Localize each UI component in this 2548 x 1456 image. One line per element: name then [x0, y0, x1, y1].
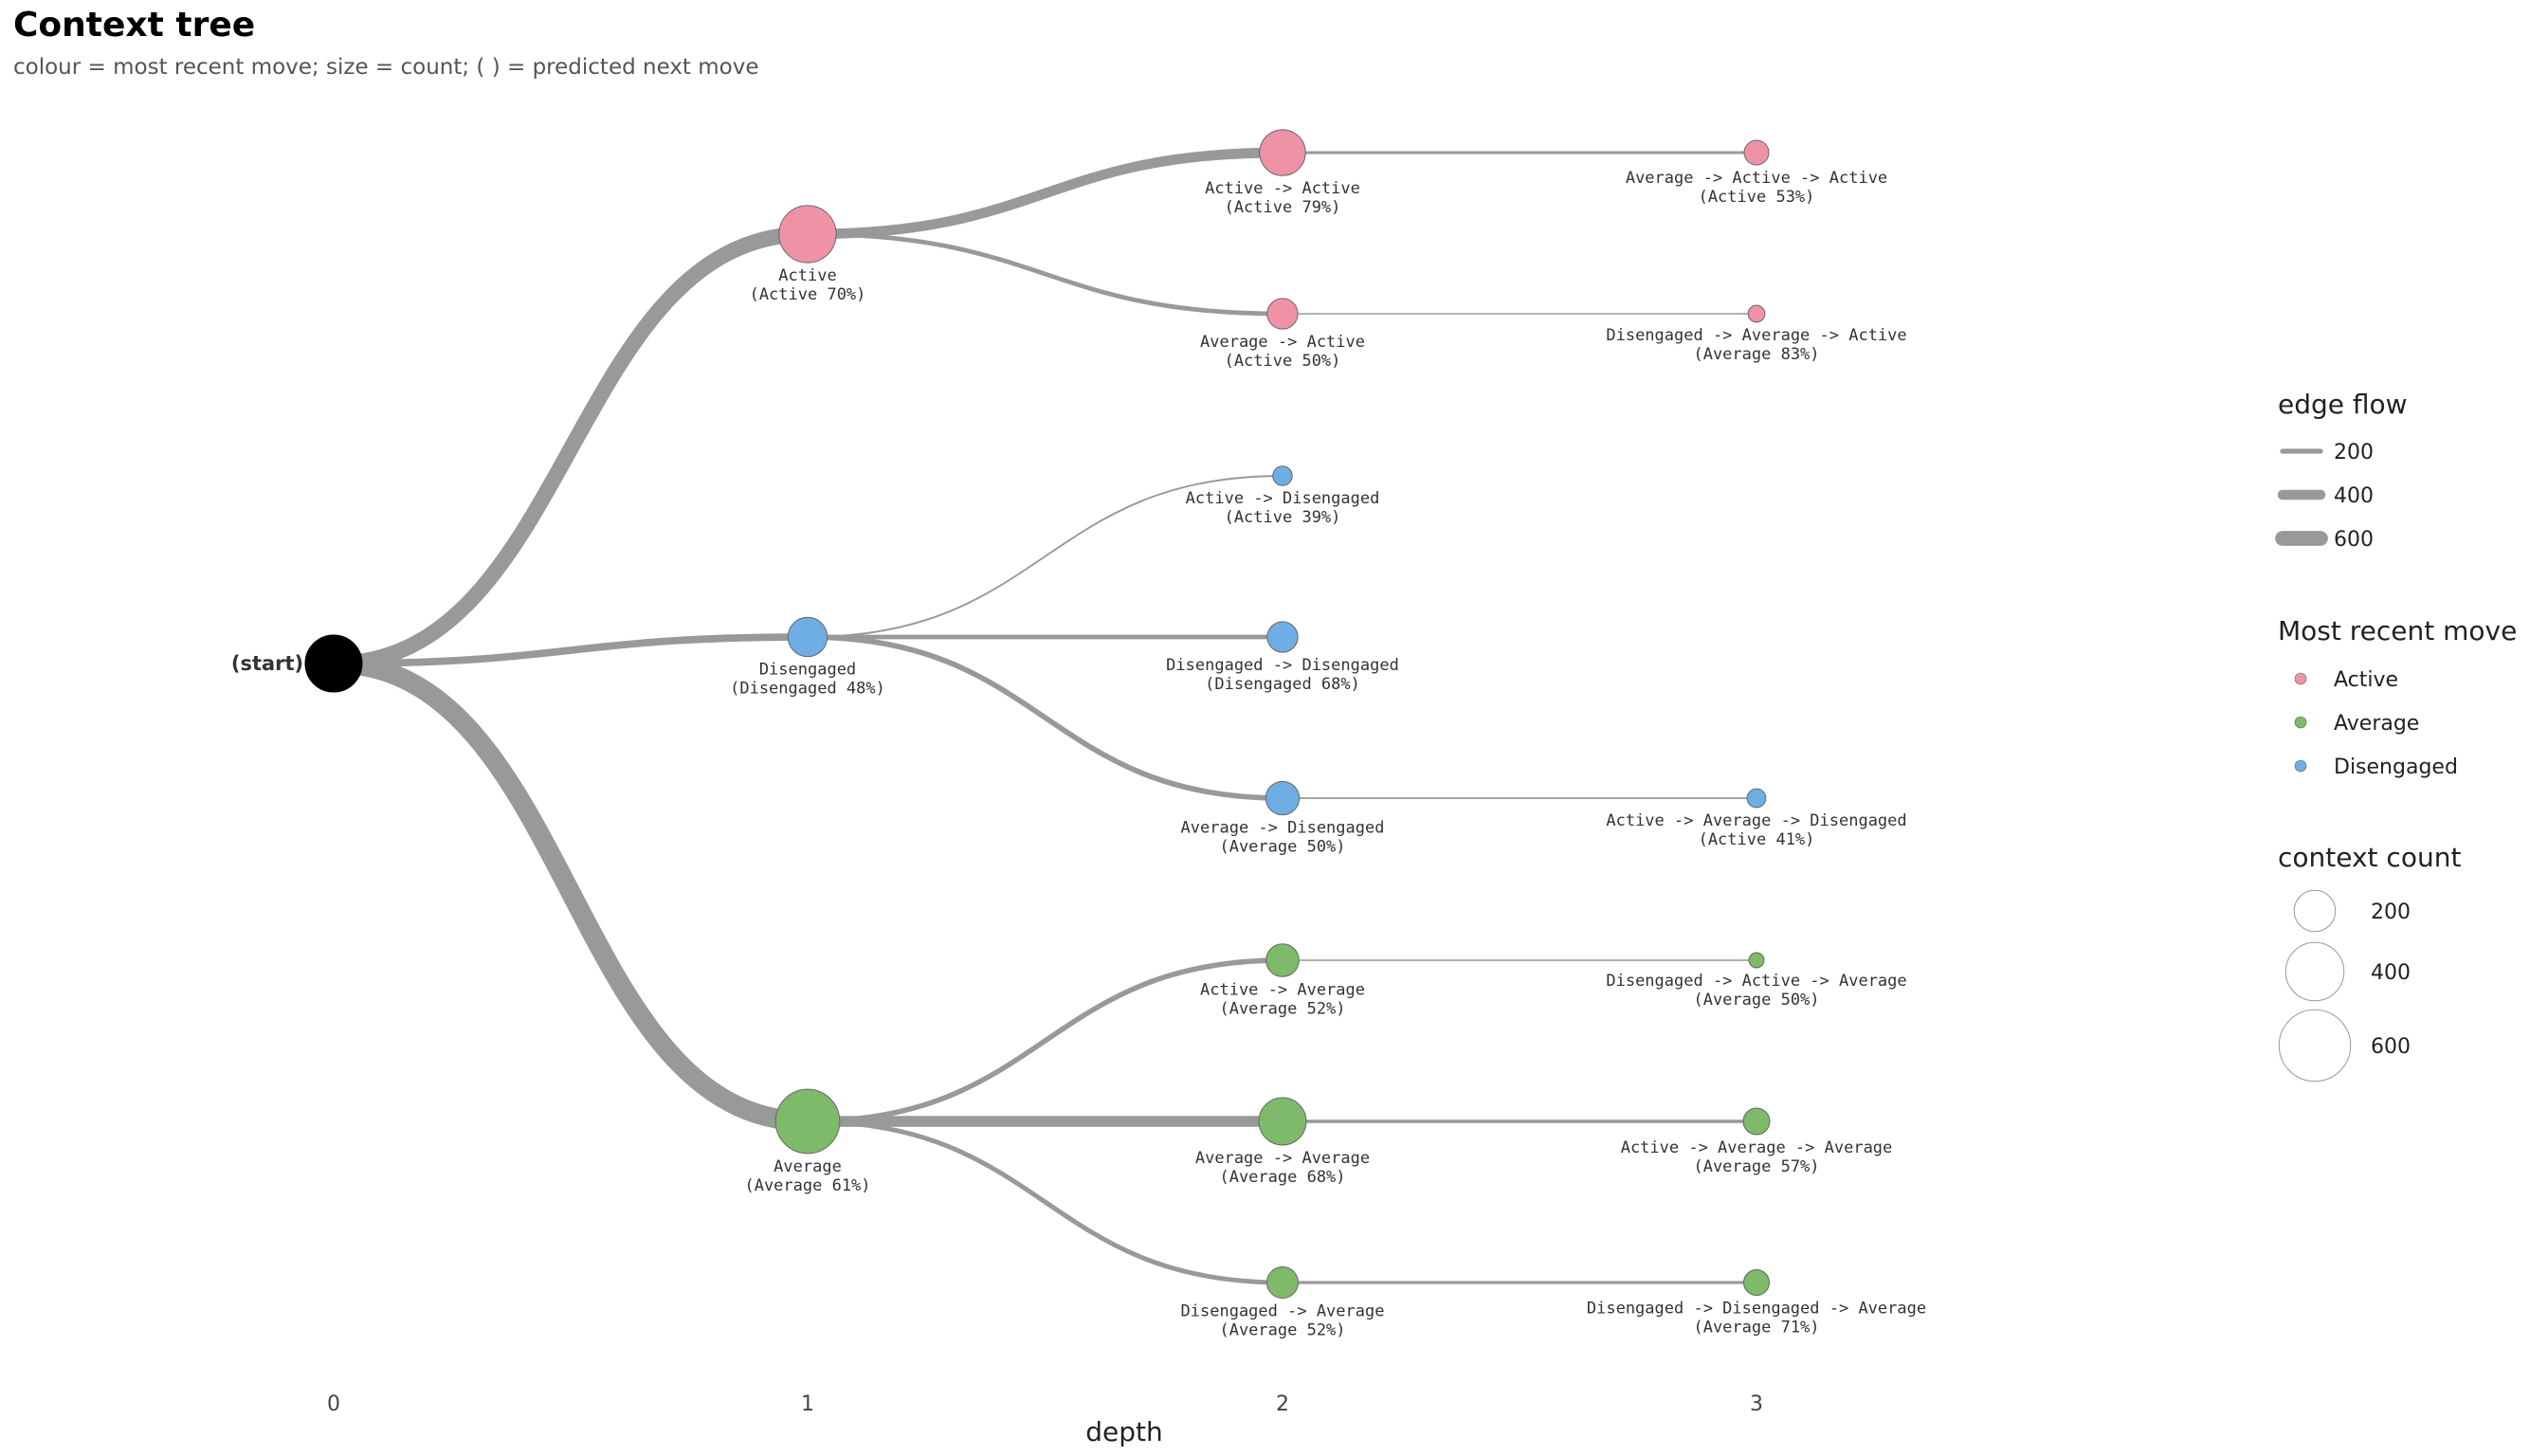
node-VD	[1265, 780, 1301, 816]
node-AD	[1272, 465, 1293, 486]
node-AVD	[1746, 788, 1767, 809]
edge-A-AA	[807, 147, 1283, 240]
legend-move-title: Most recent move	[2278, 615, 2517, 646]
node-prediction-D: (Disengaged 48%)	[730, 680, 885, 699]
legend-count-circle-200	[2293, 889, 2337, 933]
node-prediction-DVA: (Average 83%)	[1693, 345, 1819, 364]
legend-count-circle-400	[2284, 941, 2345, 1002]
legend-count-label-200: 200	[2371, 901, 2411, 924]
node-VA	[1266, 298, 1299, 330]
edges-layer	[333, 147, 1757, 1285]
node-prediction-VA: (Active 50%)	[1225, 352, 1341, 371]
node-AA	[1259, 129, 1306, 176]
node-prediction-A: (Active 70%)	[750, 285, 866, 304]
node-V	[774, 1088, 841, 1155]
node-label-VA: Average -> Active	[1200, 333, 1365, 352]
legend-flow-label-600: 600	[2334, 528, 2374, 552]
chart-subtitle: colour = most recent move; size = count;…	[13, 55, 759, 80]
node-prediction-AD: (Active 39%)	[1225, 508, 1341, 527]
legend-flow-label-400: 400	[2334, 484, 2374, 508]
node-prediction-AA: (Active 79%)	[1225, 198, 1341, 217]
node-label-AA: Active -> Active	[1205, 179, 1360, 198]
node-prediction-AV: (Average 52%)	[1219, 999, 1345, 1018]
node-label-VV: Average -> Average	[1195, 1149, 1370, 1168]
node-label-AD: Active -> Disengaged	[1186, 489, 1380, 508]
node-label-D: Disengaged	[759, 661, 856, 680]
x-tick-3: 3	[1750, 1392, 1763, 1416]
node-AV	[1265, 943, 1300, 977]
node-label-VAA: Average -> Active -> Active	[1626, 169, 1887, 188]
node-label-DD: Disengaged -> Disengaged	[1166, 656, 1399, 675]
node-start	[304, 634, 363, 693]
node-prediction-VV: (Average 68%)	[1219, 1168, 1345, 1187]
node-prediction-AVD: (Active 41%)	[1699, 830, 1815, 849]
node-prediction-AVV: (Average 57%)	[1693, 1157, 1819, 1176]
node-label-DDV: Disengaged -> Disengaged -> Average	[1587, 1299, 1926, 1318]
legend-move-label-average: Average	[2334, 712, 2419, 736]
x-tick-0: 0	[327, 1392, 340, 1416]
node-DDV	[1743, 1269, 1770, 1296]
node-DD	[1266, 621, 1299, 653]
node-prediction-DD: (Disengaged 68%)	[1205, 675, 1360, 694]
node-label-A: Active	[778, 266, 836, 285]
node-label-VD: Average -> Disengaged	[1181, 819, 1385, 838]
node-label-DVA: Disengaged -> Average -> Active	[1606, 326, 1906, 345]
legend-count-circle-600	[2278, 1009, 2352, 1083]
node-DVA	[1747, 304, 1766, 323]
edge-start-V	[333, 653, 809, 1132]
node-label-AV: Active -> Average	[1200, 980, 1365, 999]
legend-count-label-600: 600	[2371, 1035, 2411, 1059]
edge-V-AV	[807, 957, 1283, 1124]
node-prediction-VAA: (Active 53%)	[1699, 188, 1815, 207]
node-label-AVV: Active -> Average -> Average	[1621, 1138, 1893, 1157]
x-axis-title: depth	[1085, 1416, 1163, 1447]
node-prediction-VD: (Average 50%)	[1219, 838, 1345, 857]
edge-start-A	[333, 226, 809, 672]
edge-start-D	[333, 633, 809, 667]
node-prediction-DAV: (Average 50%)	[1693, 991, 1819, 1010]
edge-D-AD	[807, 475, 1283, 638]
legend: edge flow 200 400 600 Most recent move Act…	[2275, 389, 2517, 1083]
node-A	[778, 205, 837, 264]
node-label-AVD: Active -> Average -> Disengaged	[1606, 811, 1906, 830]
node-DV	[1265, 1265, 1300, 1300]
nodes-layer	[304, 129, 1771, 1300]
node-label-DAV: Disengaged -> Active -> Average	[1606, 972, 1906, 991]
legend-move-swatch-disengaged	[2294, 759, 2307, 773]
node-label-start: (start)	[231, 652, 303, 675]
edge-V-DV	[807, 1119, 1283, 1285]
legend-count-label-400: 400	[2371, 961, 2411, 985]
legend-move-swatch-average	[2294, 716, 2307, 729]
edge-A-VA	[807, 231, 1283, 317]
legend-flow-label-200: 200	[2334, 441, 2374, 464]
x-tick-2: 2	[1276, 1392, 1289, 1416]
legend-move-label-disengaged: Disengaged	[2334, 755, 2458, 779]
node-prediction-DDV: (Average 71%)	[1693, 1318, 1819, 1337]
chart-title: Context tree	[13, 6, 256, 45]
x-axis: 0 1 2 3 depth	[327, 1392, 1763, 1447]
legend-move-swatch-active	[2294, 672, 2307, 685]
legend-edge-flow-title: edge flow	[2278, 389, 2408, 420]
legend-count-title: context count	[2278, 842, 2461, 873]
node-label-V: Average	[774, 1157, 842, 1176]
node-D	[787, 616, 828, 658]
x-tick-1: 1	[801, 1392, 814, 1416]
node-VV	[1258, 1097, 1307, 1146]
node-labels-layer: (start)Active(Active 70%)Disengaged(Dise…	[231, 169, 1926, 1340]
node-DAV	[1748, 952, 1765, 969]
edge-D-VD	[807, 634, 1283, 801]
legend-move-label-active: Active	[2334, 668, 2398, 692]
node-AVV	[1742, 1107, 1771, 1136]
node-prediction-V: (Average 61%)	[744, 1176, 870, 1195]
legend-edge-flow-items: 200 400 600	[2275, 441, 2374, 552]
node-VAA	[1743, 139, 1770, 166]
node-label-DV: Disengaged -> Average	[1181, 1302, 1385, 1321]
node-prediction-DV: (Average 52%)	[1219, 1321, 1345, 1340]
legend-count-items: 200 400 600	[2278, 889, 2411, 1083]
